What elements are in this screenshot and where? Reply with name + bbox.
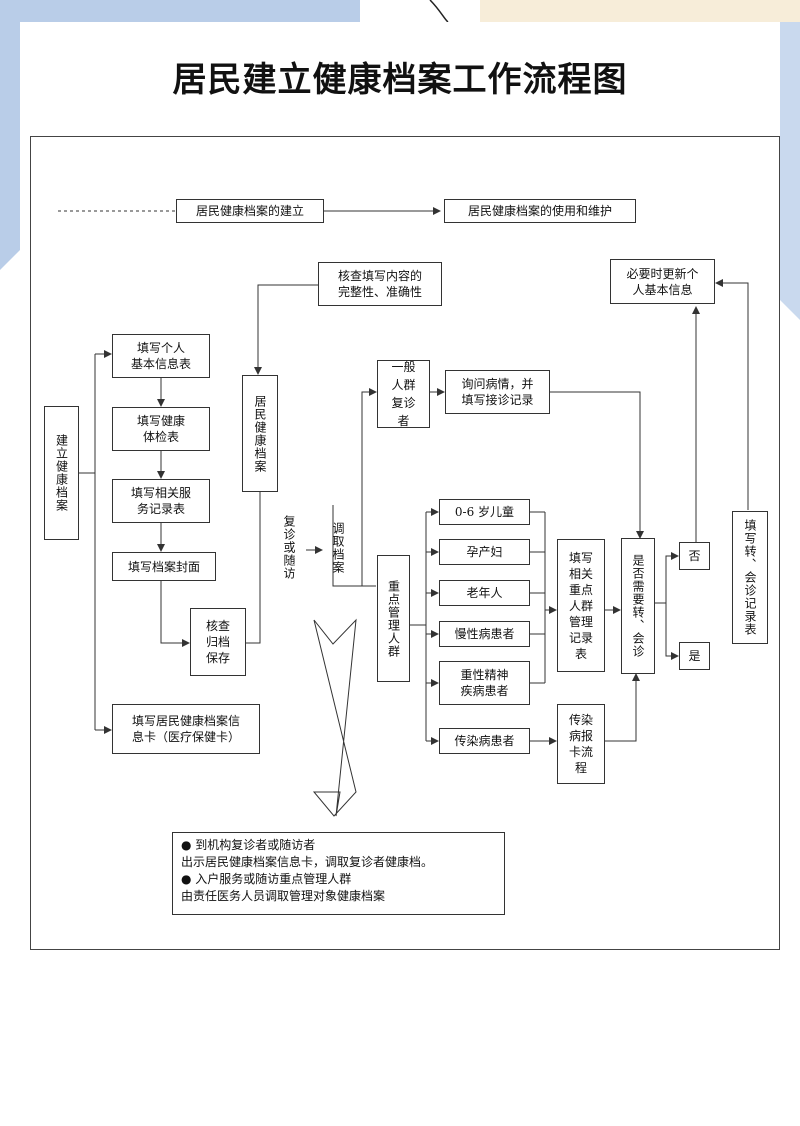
node-ask-illness: 询问病情，并 填写接诊记录 xyxy=(445,370,550,414)
node-infectious-report: 传染 病报 卡流 程 xyxy=(557,704,605,784)
node-decision-yes: 是 xyxy=(679,642,710,670)
node-elderly: 老年人 xyxy=(439,580,530,606)
page-title: 居民建立健康档案工作流程图 xyxy=(172,60,628,100)
legend-build-label: 居民健康档案的建立 xyxy=(176,199,324,223)
node-fill-info-card: 填写居民健康档案信 息卡（医疗保健卡） xyxy=(112,704,260,754)
note-line-4: 由责任医务人员调取管理对象健康档案 xyxy=(181,889,386,903)
node-build-archive: 建立健康档案 xyxy=(44,406,79,540)
flow-down-arrow xyxy=(312,618,357,817)
node-mental-illness: 重性精神 疾病患者 xyxy=(439,661,530,705)
note-box: ● 到机构复诊者或随访者 出示居民健康档案信息卡，调取复诊者健康档。 ● 入户服… xyxy=(172,832,505,915)
node-key-group: 重点管理人群 xyxy=(377,555,410,682)
legend-use-label: 居民健康档案的使用和维护 xyxy=(444,199,636,223)
note-line-3: ● 入户服务或随访重点管理人群 xyxy=(181,872,352,886)
node-general-group: 一般 人群 复诊 者 xyxy=(377,360,430,428)
node-followup-visit: 复诊或随访 xyxy=(282,514,296,580)
node-fill-personal-info: 填写个人 基本信息表 xyxy=(112,334,210,378)
decor-curve xyxy=(429,0,449,23)
node-decision-no: 否 xyxy=(679,542,710,570)
note-line-2: 出示居民健康档案信息卡，调取复诊者健康档。 xyxy=(181,855,434,869)
node-fill-health-exam: 填写健康 体检表 xyxy=(112,407,210,451)
note-line-1: ● 到机构复诊者或随访者 xyxy=(181,838,316,852)
node-child-0-6: 0-6 岁儿童 xyxy=(439,499,530,525)
node-fill-archive-cover: 填写档案封面 xyxy=(112,552,216,581)
node-fill-referral-record: 填写转、会诊记录表 xyxy=(732,511,768,644)
node-check-archive-save: 核查 归档 保存 xyxy=(190,608,246,676)
node-fill-key-record: 填写 相关 重点 人群 管理 记录 表 xyxy=(557,539,605,672)
decor-blue-right xyxy=(780,22,800,320)
diagram-frame xyxy=(30,136,780,950)
node-pregnant: 孕产妇 xyxy=(439,539,530,565)
node-chronic-disease: 慢性病患者 xyxy=(439,621,530,647)
node-fill-service-record: 填写相关服 务记录表 xyxy=(112,479,210,523)
node-update-basic-info: 必要时更新个 人基本信息 xyxy=(610,259,715,304)
decor-cream-top-right xyxy=(480,0,800,22)
node-infectious-disease: 传染病患者 xyxy=(439,728,530,754)
node-need-referral: 是否需要转、会诊 xyxy=(621,538,655,674)
node-resident-archive: 居民健康档案 xyxy=(242,375,278,492)
node-check-completeness: 核查填写内容的 完整性、准确性 xyxy=(318,262,442,306)
node-retrieve-archive: 调取档案 xyxy=(331,522,345,574)
